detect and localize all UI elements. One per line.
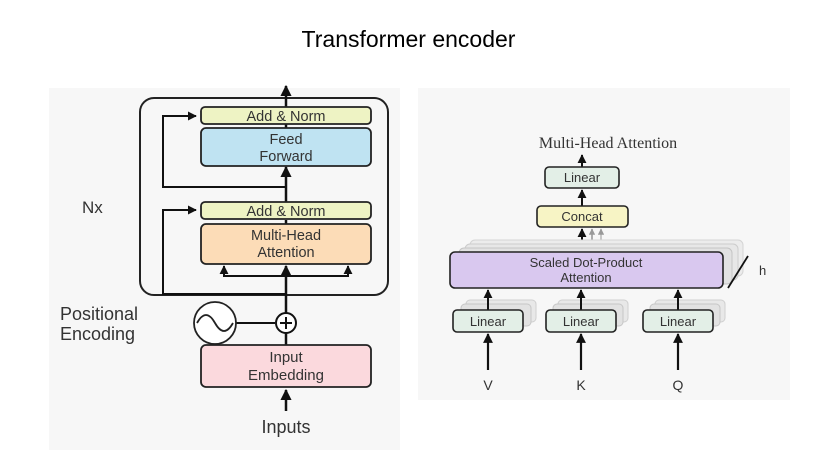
linear-v-box: [452, 309, 524, 333]
linear-v-label: Linear: [470, 314, 507, 329]
h-indicator-line: [727, 255, 749, 289]
linear-top-label: Linear: [564, 170, 601, 185]
concat-box: [536, 205, 629, 228]
multi-head-diagram: Multi-Head Attention Linear Concat Scale…: [449, 135, 766, 393]
input-embedding-box: [200, 344, 372, 388]
input-k-label: K: [576, 377, 586, 393]
inputs-label: Inputs: [261, 417, 310, 437]
attention-branch-left: [219, 265, 286, 277]
positional-encoding-label-line1: Positional: [60, 304, 138, 324]
linear-q-label: Linear: [660, 314, 697, 329]
linear-q-box: [642, 309, 714, 333]
attention-branch-right: [286, 265, 353, 277]
input-embedding-label-line2: Embedding: [248, 367, 324, 384]
add-norm-top-box: [200, 106, 372, 125]
scaled-dot-product-box: [449, 251, 724, 289]
input-q-label: Q: [673, 377, 684, 393]
positional-encoding-label-line2: Encoding: [60, 324, 135, 344]
encoder-diagram: Add & Norm Feed Forward Add & Norm Multi…: [60, 84, 389, 437]
residual-connection-ff: [162, 111, 286, 188]
linear-top-box: [544, 166, 620, 189]
sine-wave-path: [196, 314, 234, 332]
multi-head-attention-label-line1: Multi-Head: [251, 228, 321, 244]
add-norm-bottom-label: Add & Norm: [247, 204, 326, 220]
linear-k-box: [545, 309, 617, 333]
scaled-dot-product-label-line2: Attention: [560, 270, 611, 285]
page-title: Transformer encoder: [301, 26, 516, 52]
nx-label: Nx: [82, 198, 103, 217]
linear-k-label: Linear: [563, 314, 600, 329]
concat-label: Concat: [561, 209, 603, 224]
scaled-dot-product-label-line1: Scaled Dot-Product: [530, 255, 643, 270]
feed-forward-label-line2: Forward: [259, 149, 312, 165]
multi-head-attention-box: [200, 223, 372, 265]
feed-forward-box: [200, 127, 372, 167]
multi-head-title: Multi-Head Attention: [539, 135, 677, 152]
add-norm-bottom-box: [200, 201, 372, 220]
feed-forward-label-line1: Feed: [269, 132, 302, 148]
input-embedding-label-line1: Input: [269, 349, 303, 366]
add-norm-top-label: Add & Norm: [247, 109, 326, 125]
input-v-label: V: [483, 377, 493, 393]
residual-connection-attention: [162, 205, 286, 295]
h-label: h: [759, 263, 766, 278]
multi-head-attention-label-line2: Attention: [257, 245, 314, 261]
